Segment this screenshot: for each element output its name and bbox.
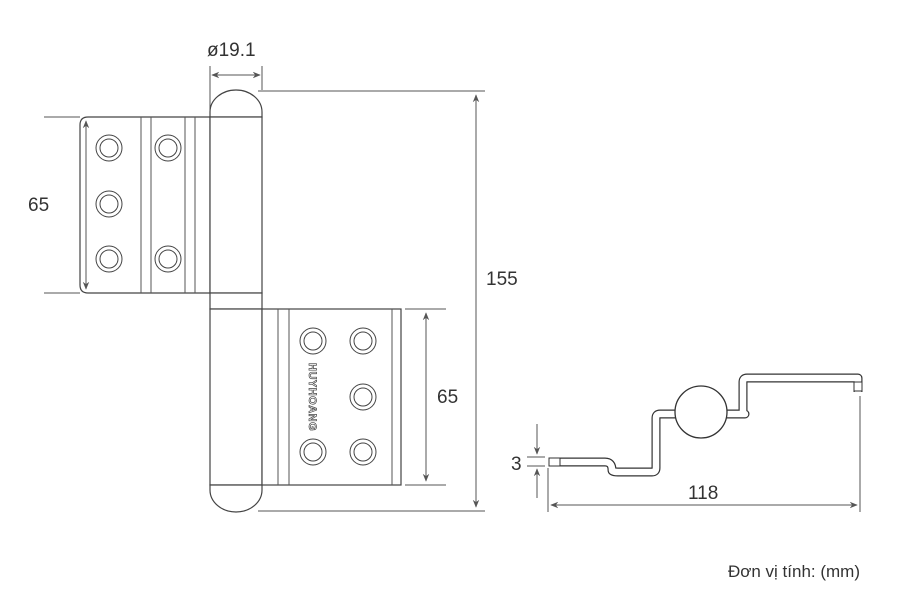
lower-leaf: HUYHOANG xyxy=(261,308,402,486)
lower-leaf-height-label: 65 xyxy=(437,387,458,408)
brand-mark: HUYHOANG xyxy=(306,363,318,431)
profile-width-label: 118 xyxy=(688,483,718,504)
pin-diameter-label: ø19.1 xyxy=(207,40,256,61)
thickness-dimension: 3 xyxy=(511,424,545,498)
total-height-dimension: 155 xyxy=(258,90,518,512)
upper-leaf xyxy=(79,116,211,294)
thickness-label: 3 xyxy=(511,454,522,475)
lower-leaf-height-dimension: 65 xyxy=(405,308,458,486)
hinge-barrel xyxy=(209,89,263,513)
unit-label: Đơn vị tính: (mm) xyxy=(727,562,860,581)
hinge-profile-view xyxy=(548,373,863,477)
total-height-label: 155 xyxy=(486,269,518,290)
upper-leaf-height-label: 65 xyxy=(28,195,49,216)
profile-width-dimension: 118 xyxy=(547,396,861,512)
screw-holes xyxy=(299,327,377,466)
upper-leaf-height-dimension: 65 xyxy=(28,116,90,294)
screw-holes xyxy=(95,134,182,273)
pin-diameter-dimension: ø19.1 xyxy=(207,40,263,115)
